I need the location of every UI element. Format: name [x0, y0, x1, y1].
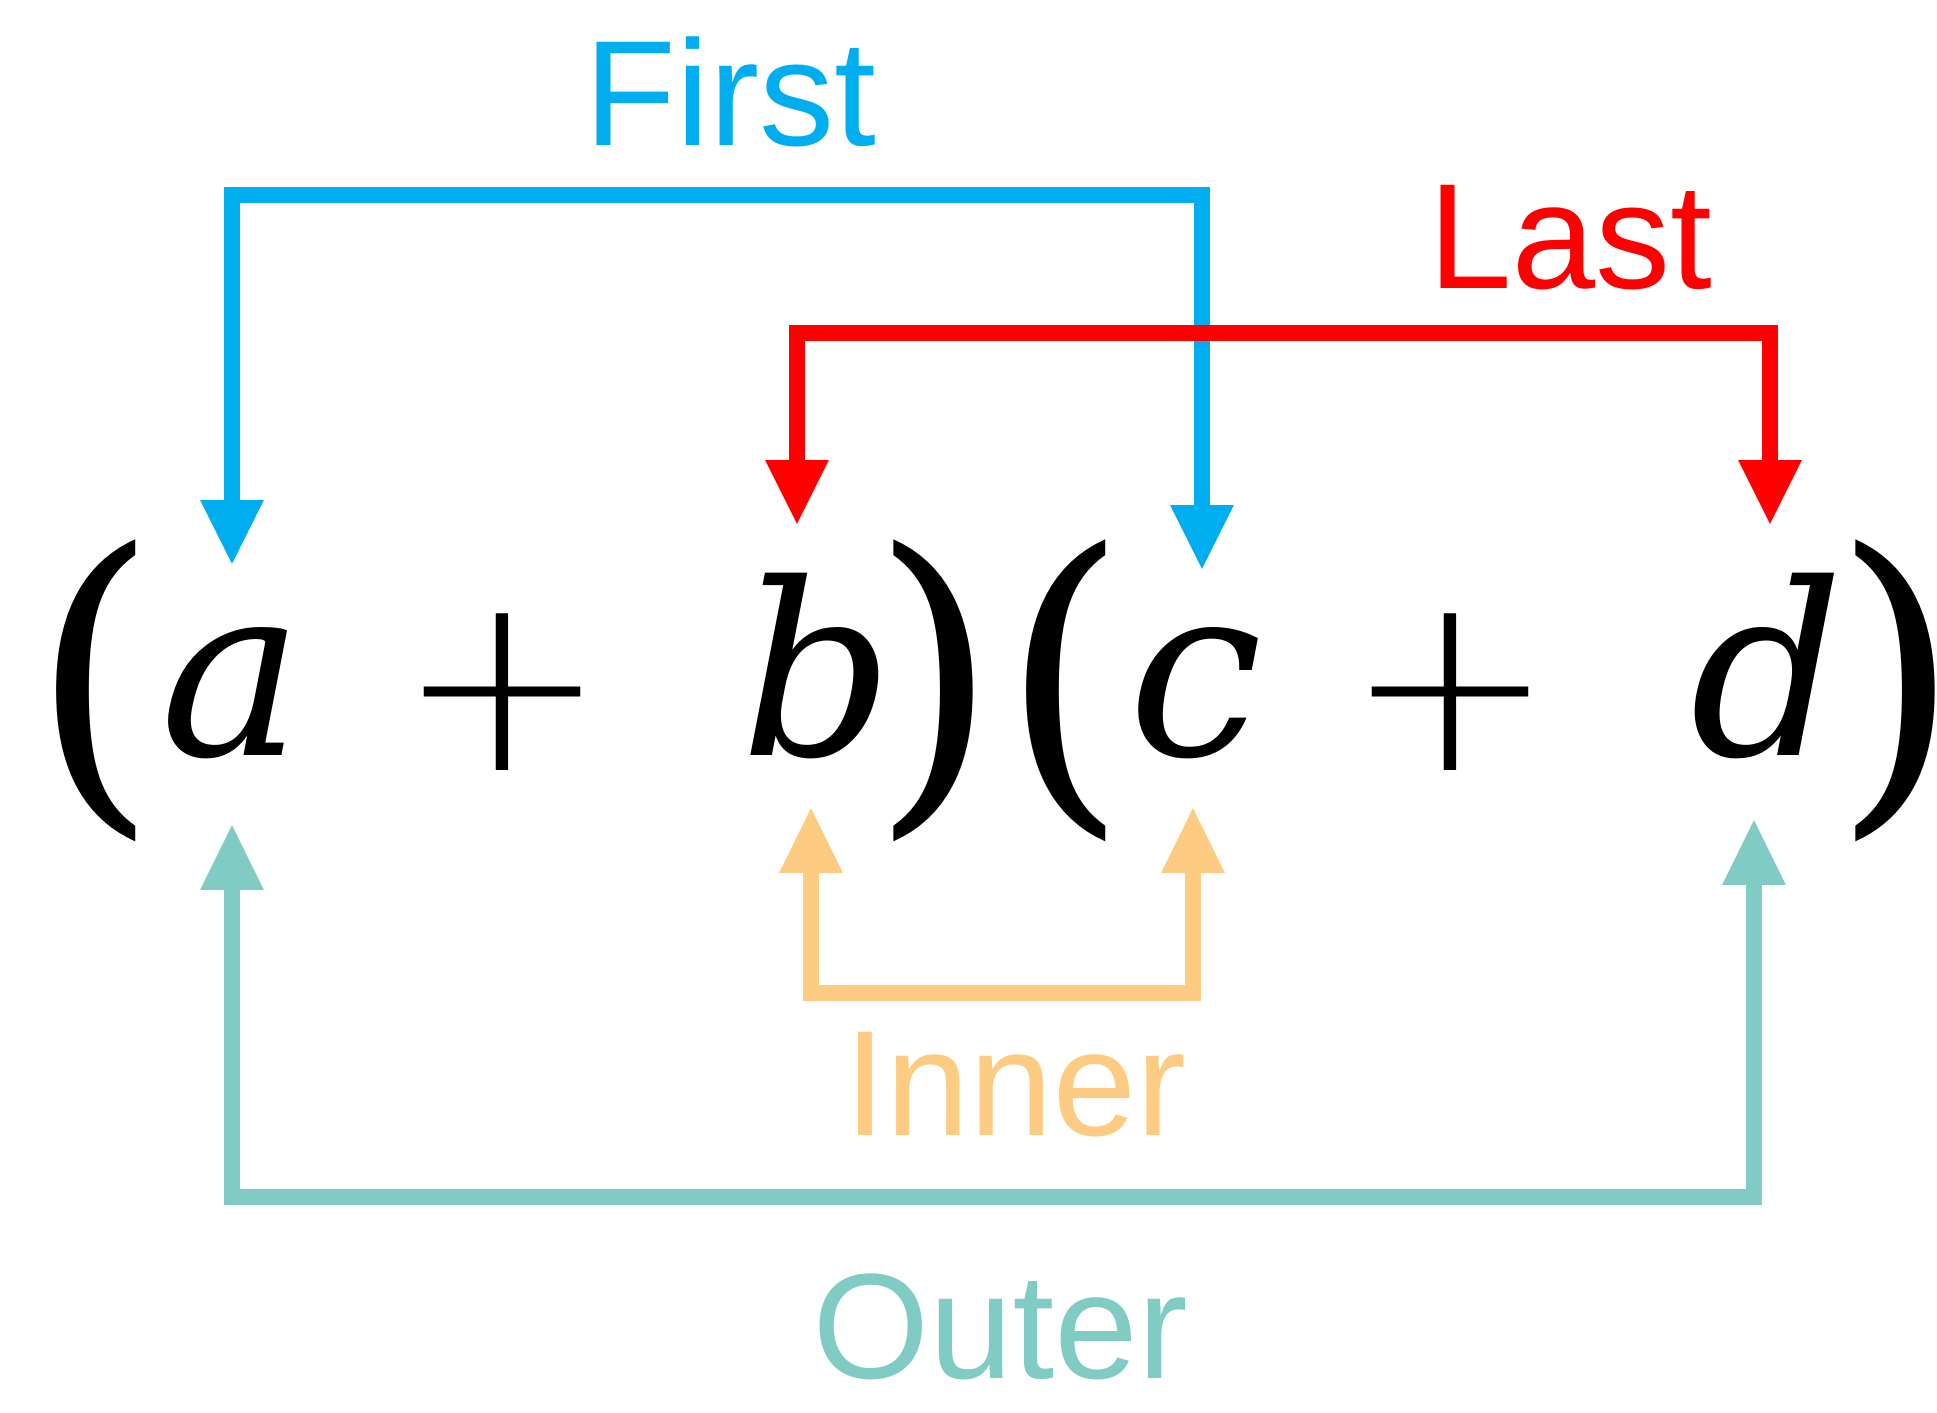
inner-label: Inner [844, 999, 1186, 1167]
open-paren-1: ( [30, 484, 159, 868]
plus-sign-1: + [397, 538, 606, 829]
close-paren-2: ) [1832, 484, 1937, 868]
expression: ( a + b ) ( c + d ) [30, 484, 1937, 868]
outer-arrowhead-a [200, 825, 264, 890]
outer-connector: Outer [200, 820, 1786, 1410]
open-paren-2: ( [1000, 484, 1129, 868]
inner-connector-line [803, 870, 1201, 1001]
last-label: Last [1428, 152, 1712, 320]
first-connector-line [224, 187, 1210, 510]
first-connector: First [200, 9, 1234, 569]
inner-arrowhead-b [779, 808, 843, 873]
first-arrowhead-c [1170, 505, 1234, 569]
last-connector-line [789, 325, 1778, 465]
variable-a: a [160, 532, 303, 812]
last-arrowhead-b [765, 460, 829, 524]
variable-b: b [740, 532, 894, 812]
inner-arrowhead-c [1161, 808, 1225, 873]
last-connector: Last [765, 152, 1802, 524]
outer-connector-line [224, 880, 1762, 1205]
variable-d: d [1690, 532, 1844, 812]
outer-label: Outer [812, 1242, 1187, 1410]
outer-arrowhead-d [1722, 820, 1786, 885]
last-arrowhead-d [1738, 460, 1802, 524]
inner-connector: Inner [779, 808, 1225, 1167]
first-label: First [584, 9, 876, 177]
first-arrowhead-a [200, 500, 264, 564]
variable-c: c [1128, 532, 1262, 812]
plus-sign-2: + [1345, 538, 1554, 829]
close-paren-1: ) [870, 484, 999, 868]
